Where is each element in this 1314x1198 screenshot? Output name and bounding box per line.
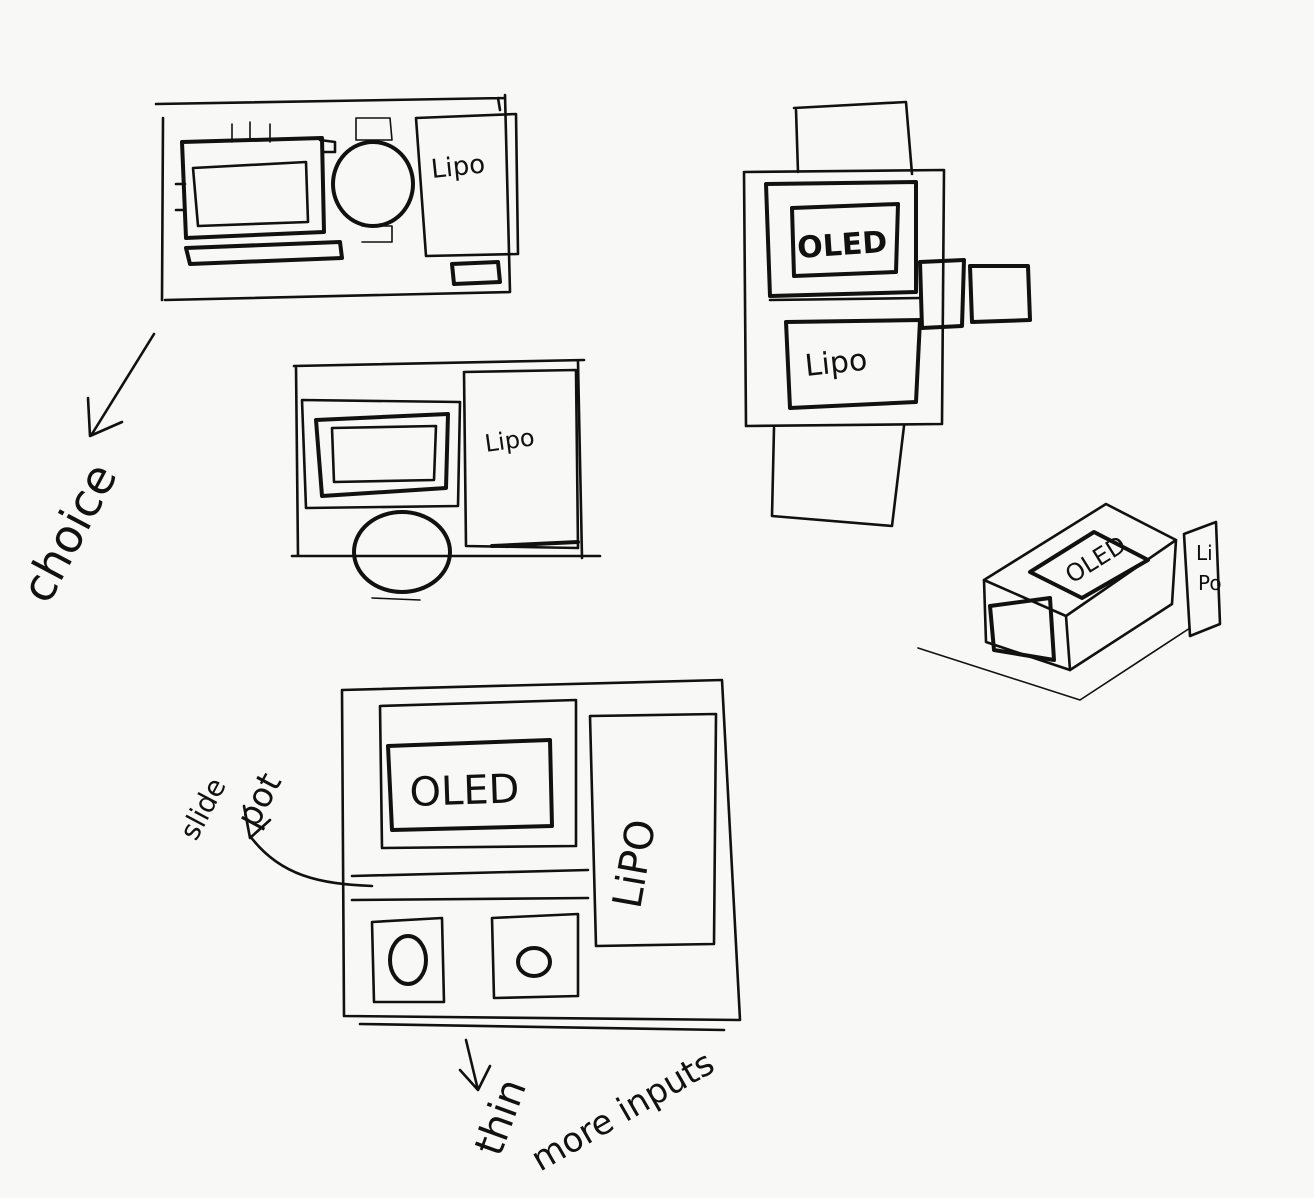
- lipo-label-watch: Lipo: [803, 343, 869, 384]
- lipo-label-top-left: Lipo: [430, 149, 487, 184]
- more-inputs-label: more inputs: [525, 1043, 722, 1180]
- choice-annotation: choice: [10, 332, 156, 611]
- sketch-middle-layout: Lipo: [290, 358, 602, 601]
- sketch-watch-layout: OLED Lipo: [742, 100, 1032, 528]
- slide-pot-label-2: pot: [229, 766, 290, 834]
- lipo-label-bottom: LiPO: [605, 816, 666, 912]
- lipo-label-iso-1: Li: [1196, 541, 1213, 565]
- lipo-label-middle: Lipo: [483, 423, 536, 458]
- slide-pot-label-1: slide: [173, 772, 233, 845]
- lipo-label-iso-2: Po: [1198, 571, 1222, 595]
- sketch-top-left-layout: Lipo: [154, 93, 520, 302]
- oled-label-iso: OLED: [1060, 530, 1131, 589]
- choice-label: choice: [10, 454, 128, 611]
- oled-label-watch: OLED: [796, 225, 888, 266]
- oled-label-bottom: OLED: [409, 766, 520, 816]
- sketch-isometric-layout: OLED Li Po: [917, 502, 1222, 701]
- sketch-bottom-layout: OLED LiPO slide pot thin more inputs: [173, 678, 742, 1180]
